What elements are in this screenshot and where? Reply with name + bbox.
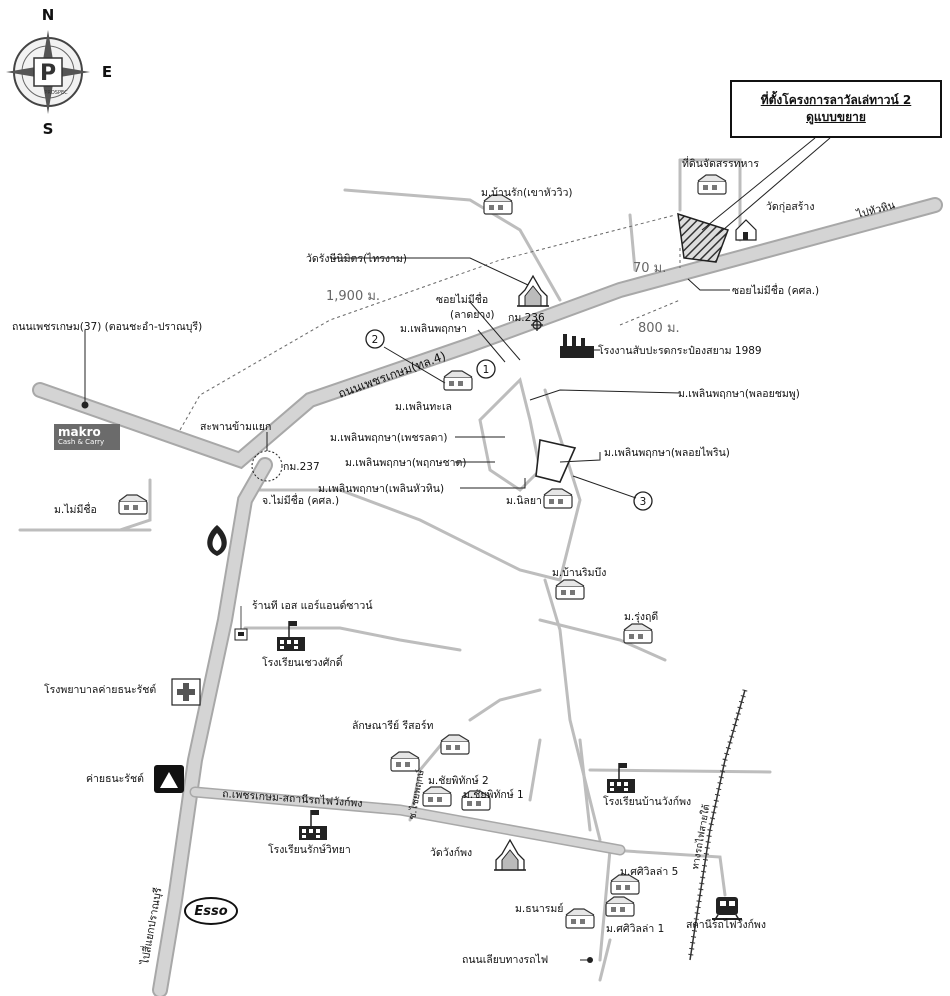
labels: 1,900 ม. 70 ม. 800 ม. ถนนเพชรเกษม(ทล.4) … xyxy=(12,156,896,967)
distance-70: 70 ม. xyxy=(633,261,666,276)
house-icon xyxy=(605,896,635,917)
overpass-label: สะพานข้ามแยก xyxy=(200,421,271,433)
ploenthale-label: ม.เพลินทะเล xyxy=(395,401,452,413)
house-icon xyxy=(440,734,470,755)
wat-rung-label: วัดรังษีนิมิตร(ไทรงาม) xyxy=(306,252,407,265)
military-land-label: ที่ดินจัดสรรทหาร xyxy=(682,156,759,170)
makro-logo: makro Cash & Carry xyxy=(54,424,120,450)
siwilla5-label: ม.ศศิวิลล่า 5 xyxy=(620,866,678,878)
esso-logo: Esso xyxy=(184,897,238,925)
school-icon xyxy=(298,809,328,841)
plot-ploen-pailin xyxy=(535,439,577,483)
project-subtitle: ดูแบบขยาย xyxy=(806,110,866,124)
nilaya-label: ม.นิลยา xyxy=(506,495,542,507)
school-rakthai-label: โรงเรียนรักษ์วิทยา xyxy=(268,843,351,856)
gas-station-icon xyxy=(207,525,227,556)
petchkasem37-label: ถนนเพชรเกษม(37) (ตอนชะอำ-ปราณบุรี) xyxy=(12,320,202,333)
soi-unnamed-paved-label: ซอยไม่มีชื่อ xyxy=(436,292,488,306)
house-icon xyxy=(390,751,420,772)
rung-rudi-label: ม.รุ่งฤดี xyxy=(624,610,658,623)
compass-north: N xyxy=(42,6,55,24)
house-icon xyxy=(555,579,585,600)
temple-icon xyxy=(516,275,550,307)
soi-unnamed-label: ซอยไม่มีชื่อ (คศล.) xyxy=(732,283,819,297)
km237-label: กม.237 xyxy=(283,461,320,473)
ploenpruksa-label: ม.เพลินพฤกษา xyxy=(400,323,467,335)
ban-rak-label: ม.บ้านรัก(เขาหัววิว) xyxy=(481,187,572,199)
soi-paved-label: (ลาดยาง) xyxy=(450,309,495,321)
project-title-box[interactable]: ที่ตั้งโครงการลาวัลเล่ทาวน์ 2 ดูแบบขยาย xyxy=(730,80,942,138)
ploen-huahin-label: ม.เพลินพฤกษา(เพลินหัวหิน) xyxy=(318,483,444,495)
site-leader-line xyxy=(701,137,816,231)
ploen-petch-label: ม.เพลินพฤกษา(เพชรลดา) xyxy=(330,432,447,444)
compass: P PROSPEC N E S xyxy=(6,6,112,138)
lakkhanaree-label: ลักษณารีย์ รีสอร์ท xyxy=(352,719,433,732)
minor-roads xyxy=(18,158,772,982)
house-icon xyxy=(543,488,573,509)
overpass-marker xyxy=(251,450,283,482)
marker-1: 1 xyxy=(476,359,496,379)
factory-label: โรงงานสับปะรดกระป๋องสยาม 1989 xyxy=(598,344,762,357)
km-marker-icon xyxy=(531,319,543,331)
main-roads xyxy=(32,197,943,996)
railway xyxy=(687,689,748,961)
marker-3: 3 xyxy=(633,491,653,511)
mai-mi-chue-label: ม.ไม่มีชื่อ xyxy=(54,502,97,516)
school-icon xyxy=(276,620,306,652)
svg-text:1: 1 xyxy=(483,364,490,376)
chaiyapruek1-label: ม.ชัยพิทักษ์ 1 xyxy=(463,788,524,801)
hospital-label: โรงพยาบาลค่ายธนะรัชต์ xyxy=(44,683,156,696)
camp-icon xyxy=(154,765,184,793)
km236-label: กม.236 xyxy=(508,312,545,324)
ploen-pailin-label: ม.เพลินพฤกษา(พลอยไพริน) xyxy=(604,446,730,459)
distance-line-800 xyxy=(619,299,681,326)
svg-text:3: 3 xyxy=(640,496,647,508)
compass-south: S xyxy=(43,120,54,138)
school-wangpong-label: โรงเรียนบ้านวังก์พง xyxy=(603,795,691,808)
school-choeng-label: โรงเรียนเชวงศักดิ์ xyxy=(262,654,344,669)
temple-icon xyxy=(493,839,527,871)
svg-text:P: P xyxy=(40,61,56,86)
house-icon xyxy=(735,219,757,241)
house-icon xyxy=(697,174,727,195)
station-road-label: ถ.เพชรเกษม-สถานีรถไฟวังก์พง xyxy=(222,787,363,810)
rail-side-road-label: ถนนเลียบทางรถไฟ xyxy=(462,953,548,966)
wat-wangpong-label: วัดวังก์พง xyxy=(430,846,472,859)
chaiyapruek2-label: ม.ชัยพิทักษ์ 2 xyxy=(428,774,489,787)
factory-icon xyxy=(560,334,594,358)
esso-name: Esso xyxy=(194,903,228,919)
ploen-chat-label: ม.เพลินพฤกษา(พฤกษชาต) xyxy=(345,457,466,469)
hospital-icon xyxy=(171,678,201,706)
svg-text:2: 2 xyxy=(372,334,379,346)
thanaram-label: ม.ธนารมย์ xyxy=(515,902,563,915)
house-icon xyxy=(422,786,452,807)
house-icon xyxy=(443,370,473,391)
makro-name: makro xyxy=(58,425,101,439)
ploen-chomphu-label: ม.เพลินพฤกษา(พลอยชมพู) xyxy=(678,388,800,400)
house-icon xyxy=(623,623,653,644)
makro-sub: Cash & Carry xyxy=(58,438,105,446)
project-site[interactable] xyxy=(677,212,729,263)
project-title: ที่ตั้งโครงการลาวัลเล่ทาวน์ 2 xyxy=(760,93,912,107)
camp-label: ค่ายธนะรัชต์ xyxy=(86,772,144,785)
house-icon xyxy=(565,908,595,929)
temple-construction-label: วัดกุ่อสร้าง xyxy=(766,201,814,213)
siwilla1-label: ม.ศศิวิลล่า 1 xyxy=(606,923,664,935)
logo-text: PROSPEC xyxy=(44,90,68,96)
distance-1900: 1,900 ม. xyxy=(326,289,380,304)
train-icon xyxy=(712,897,742,922)
marker-2: 2 xyxy=(365,329,385,349)
jor-unnamed-label: จ.ไม่มีชื่อ (คศล.) xyxy=(262,493,339,507)
shop-icon xyxy=(234,628,248,641)
school-icon xyxy=(606,762,636,794)
shop-label: ร้านที เอส แอร์แอนด์ซาวน์ xyxy=(252,599,373,612)
station-label: สถานีรถไฟวังก์พง xyxy=(686,918,766,931)
house-icon xyxy=(118,494,148,515)
distance-800: 800 ม. xyxy=(638,321,680,336)
compass-east: E xyxy=(102,63,112,81)
distance-line-1900 xyxy=(179,214,676,431)
ban-rim-bueng-label: ม.บ้านริมบึง xyxy=(552,567,606,579)
